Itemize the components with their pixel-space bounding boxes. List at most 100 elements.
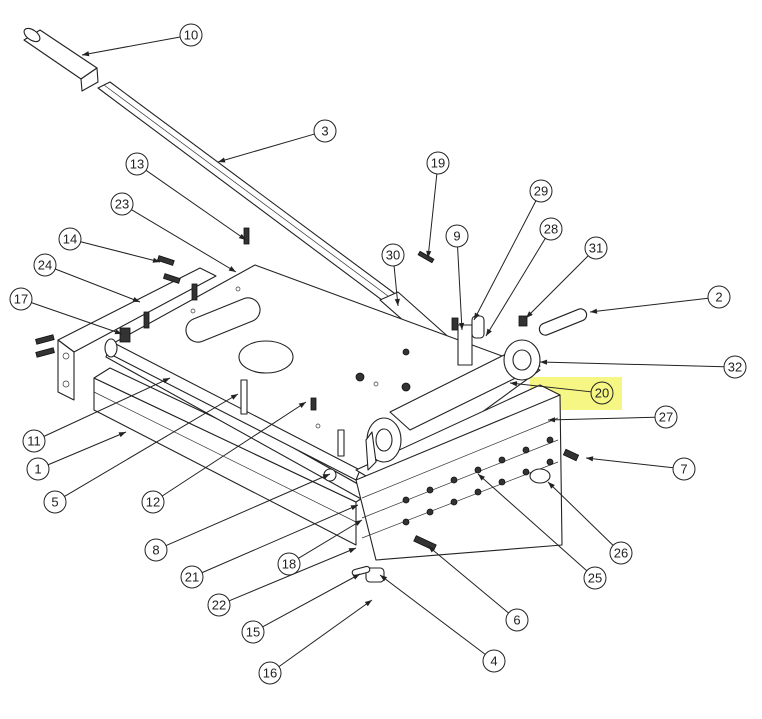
callout-18: 18: [277, 552, 301, 576]
callout-circle: [539, 217, 563, 241]
callout-circle: [482, 649, 506, 673]
callout-29: 29: [529, 179, 553, 203]
callout-circle: [26, 457, 50, 481]
callout-label: 21: [185, 570, 199, 585]
leader-arrow-25: [478, 474, 485, 481]
callout-circle: [584, 236, 608, 260]
leader-line-16: [278, 599, 373, 668]
callout-label: 15: [246, 625, 260, 640]
callout-26: 26: [609, 541, 633, 565]
leader-arrow-11: [162, 378, 170, 384]
leader-arrow-6: [428, 546, 436, 553]
callout-circle: [426, 151, 450, 175]
leader-line-29: [473, 200, 537, 321]
callout-circle: [381, 243, 405, 267]
leader-arrow-2: [590, 308, 598, 314]
leader-arrow-27: [548, 417, 556, 423]
leader-arrow-23: [228, 266, 236, 272]
callout-31: 31: [584, 236, 608, 260]
callout-16: 16: [258, 661, 282, 685]
callout-label: 6: [513, 613, 520, 628]
leader-line-19: [427, 173, 438, 259]
leader-line-6: [427, 545, 509, 614]
callout-circle: [207, 593, 231, 617]
callout-27: 27: [654, 405, 678, 429]
handle-grip: [23, 27, 99, 92]
callout-circle: [672, 457, 696, 481]
machine-drawing: [23, 27, 588, 583]
callout-circle: [445, 224, 469, 248]
leader-line-1: [47, 431, 127, 466]
leader-line-24: [55, 268, 141, 303]
callout-circle: [22, 429, 46, 453]
leader-line-26: [547, 481, 614, 546]
leader-line-7: [585, 457, 674, 469]
callout-23: 23: [110, 192, 134, 216]
callout-circle: [654, 405, 678, 429]
side-plate: [57, 267, 217, 401]
leader-line-31: [525, 255, 589, 319]
callout-circle: [141, 490, 165, 514]
leader-arrow-5: [230, 394, 238, 400]
callout-label: 12: [146, 495, 160, 510]
callout-label: 7: [680, 462, 687, 477]
callout-label: 23: [115, 197, 129, 212]
leader-arrow-8: [322, 474, 330, 480]
leader-line-20: [509, 382, 592, 393]
callout-label: 14: [63, 232, 77, 247]
leader-arrow-16: [364, 600, 372, 607]
leader-line-32: [539, 361, 725, 368]
callout-circle: [33, 253, 57, 277]
callout-14: 14: [58, 227, 82, 251]
callout-label: 2: [715, 290, 722, 305]
leader-arrow-18: [354, 520, 362, 526]
callout-label: 13: [130, 157, 144, 172]
leader-line-4: [379, 574, 486, 655]
callout-label: 1: [34, 462, 41, 477]
callout-label: 4: [490, 654, 497, 669]
callout-30: 30: [381, 243, 405, 267]
callout-circle: [258, 661, 282, 685]
leader-arrow-32: [540, 359, 548, 365]
leader-arrow-21: [350, 505, 358, 511]
leader-arrow-22: [348, 548, 356, 554]
callout-2: 2: [707, 285, 731, 309]
callout-label: 22: [212, 598, 226, 613]
leader-line-15: [262, 573, 361, 628]
leader-arrow-10: [82, 51, 90, 57]
callout-6: 6: [505, 608, 529, 632]
callout-label: 31: [589, 241, 603, 256]
leader-arrow-14: [152, 257, 160, 263]
callout-circle: [179, 23, 203, 47]
callout-circle: [125, 152, 149, 176]
callout-label: 3: [321, 124, 328, 139]
leader-arrow-12: [298, 402, 306, 409]
callout-11: 11: [22, 429, 46, 453]
leader-arrow-30: [394, 298, 400, 306]
callout-21: 21: [180, 565, 204, 589]
leader-line-17: [31, 302, 123, 335]
callout-circle: [43, 490, 67, 514]
callout-circle: [583, 566, 607, 590]
callout-12: 12: [141, 490, 165, 514]
callout-1: 1: [26, 457, 50, 481]
leader-line-27: [547, 416, 656, 421]
callout-circle: [144, 538, 168, 562]
callout-label: 25: [588, 571, 602, 586]
leader-arrow-29: [474, 312, 480, 320]
leader-arrow-3: [218, 157, 226, 163]
leader-line-25: [477, 473, 588, 572]
callout-3: 3: [313, 119, 337, 143]
callout-24: 24: [33, 253, 57, 277]
leader-line-14: [80, 241, 161, 263]
callout-9: 9: [445, 224, 469, 248]
leader-arrow-19: [426, 250, 432, 258]
leader-line-12: [161, 401, 307, 497]
leader-arrow-15: [352, 574, 360, 580]
callout-13: 13: [125, 152, 149, 176]
callout-label: 18: [282, 557, 296, 572]
leader-line-8: [165, 473, 331, 547]
leader-arrow-28: [486, 328, 492, 336]
leader-line-28: [485, 238, 546, 337]
